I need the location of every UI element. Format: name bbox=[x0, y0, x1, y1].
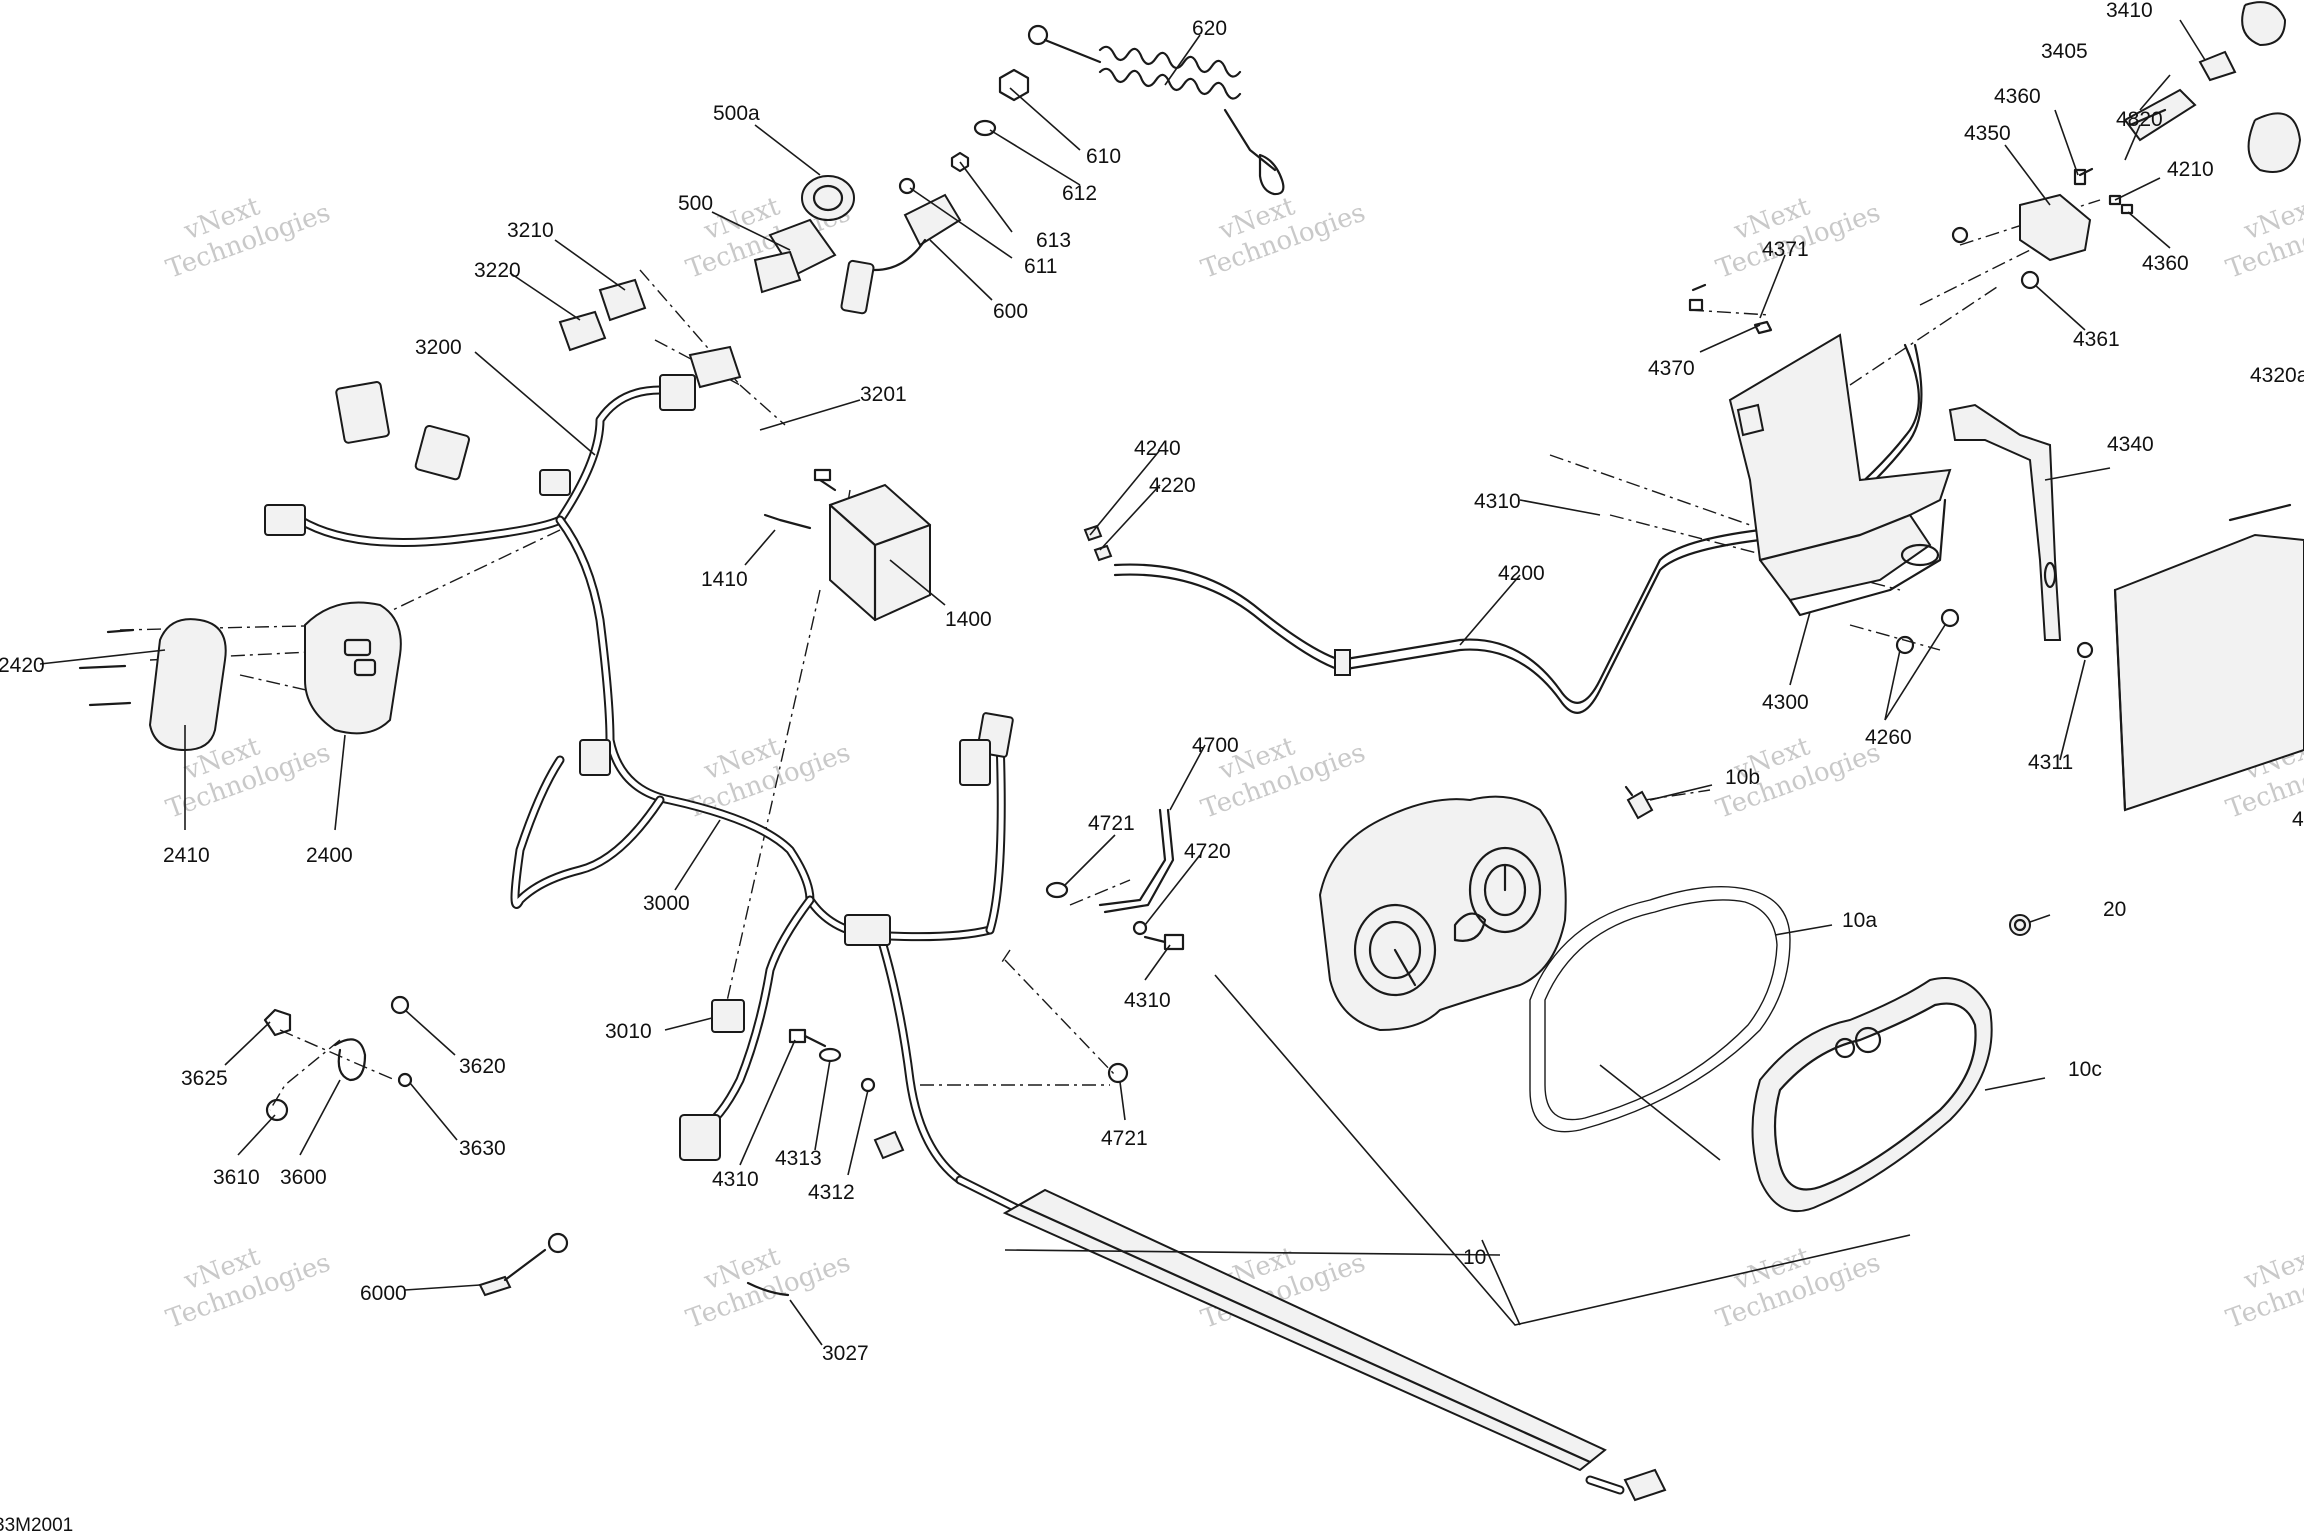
leader-lines bbox=[39, 19, 2206, 1346]
callout-612: 612 bbox=[1062, 182, 1097, 205]
callout-613: 613 bbox=[1036, 229, 1071, 252]
callout-3610: 3610 bbox=[213, 1166, 260, 1189]
callout-4200: 4200 bbox=[1498, 562, 1545, 585]
battery-support-4300 bbox=[1688, 283, 1952, 617]
wiring-harness-3000 bbox=[264, 374, 1625, 1495]
callout-500a: 500a bbox=[713, 102, 760, 125]
tie-3027 bbox=[746, 1281, 790, 1297]
callout-4310-harness: 4310 bbox=[712, 1168, 759, 1191]
callout-3027: 3027 bbox=[822, 1342, 869, 1365]
cable-4720 bbox=[1045, 808, 1185, 1084]
starter-solenoid-4350 bbox=[1951, 1, 2302, 290]
callout-4371: 4371 bbox=[1762, 238, 1809, 261]
relay-3010 bbox=[711, 999, 745, 1033]
callout-4310-support: 4310 bbox=[1474, 490, 1521, 513]
callout-4320a: 4320a bbox=[2250, 364, 2304, 387]
callout-1400: 1400 bbox=[945, 608, 992, 631]
callout-3010: 3010 bbox=[605, 1020, 652, 1043]
watermark: vNext Technologies bbox=[1712, 191, 1884, 284]
switch-hardware bbox=[898, 68, 1030, 195]
callout-3201: 3201 bbox=[860, 383, 907, 406]
callout-10: 10 bbox=[1463, 1246, 1486, 1269]
callout-4361: 4361 bbox=[2073, 328, 2120, 351]
callout-10b: 10b bbox=[1725, 766, 1760, 789]
callout-4210: 4210 bbox=[2167, 158, 2214, 181]
callout-3210: 3210 bbox=[507, 219, 554, 242]
lanyard-cord-620 bbox=[1027, 24, 1285, 196]
watermark: vNext Technologies bbox=[162, 191, 334, 284]
nut-20 bbox=[2009, 914, 2031, 936]
connectors-3210-3220 bbox=[558, 278, 742, 389]
callout-2410: 2410 bbox=[163, 844, 210, 867]
callout-4-edge: 4 bbox=[2292, 808, 2304, 831]
callout-3620: 3620 bbox=[459, 1055, 506, 1078]
gauge-lens-10a bbox=[1529, 885, 1791, 1133]
callout-620: 620 bbox=[1192, 17, 1227, 40]
callout-4300: 4300 bbox=[1762, 691, 1809, 714]
callout-611: 611 bbox=[1024, 255, 1057, 278]
callout-3630: 3630 bbox=[459, 1137, 506, 1160]
callout-4700: 4700 bbox=[1192, 734, 1239, 757]
watermark: vNext Technologies bbox=[2222, 191, 2304, 284]
callout-4240: 4240 bbox=[1134, 437, 1181, 460]
callout-4340: 4340 bbox=[2107, 433, 2154, 456]
callout-3200: 3200 bbox=[415, 336, 462, 359]
watermark: vNext Technologies bbox=[1712, 1241, 1884, 1334]
gauge-cluster-10 bbox=[1318, 795, 1567, 1032]
callout-3625: 3625 bbox=[181, 1067, 228, 1090]
callout-4360-lower: 4360 bbox=[2142, 252, 2189, 275]
callout-2420: 2420 bbox=[0, 654, 45, 677]
callout-4310-lower: 4310 bbox=[1124, 989, 1171, 1012]
callout-3220: 3220 bbox=[474, 259, 521, 282]
figure-id: 33M2001 bbox=[0, 1515, 73, 1536]
callout-10a: 10a bbox=[1842, 909, 1877, 932]
callout-3410: 3410 bbox=[2106, 0, 2153, 22]
callout-2400: 2400 bbox=[306, 844, 353, 867]
callout-4360-upper: 4360 bbox=[1994, 85, 2041, 108]
battery-strap-4340 bbox=[1948, 403, 2094, 659]
voltage-regulator-1400 bbox=[763, 468, 932, 622]
watermark: vNext Technologies bbox=[682, 1241, 854, 1334]
callout-600: 600 bbox=[993, 300, 1028, 323]
callout-4720: 4720 bbox=[1184, 840, 1231, 863]
gauge-bezel-10c bbox=[1751, 977, 1993, 1213]
callout-6000: 6000 bbox=[360, 1282, 407, 1305]
callout-4220: 4220 bbox=[1149, 474, 1196, 497]
dess-post-600 bbox=[840, 193, 962, 315]
callout-labels: 620 610 612 613 611 600 500a 500 3210 32… bbox=[0, 0, 2304, 1365]
screws-4313 bbox=[788, 1028, 876, 1093]
callout-4370: 4370 bbox=[1648, 357, 1695, 380]
callout-3000: 3000 bbox=[643, 892, 690, 915]
watermark: vNext Technologies bbox=[1197, 191, 1369, 284]
watermark: vNext Technologies bbox=[2222, 1241, 2304, 1334]
ignition-switch-500 bbox=[753, 175, 855, 294]
callout-4260: 4260 bbox=[1865, 726, 1912, 749]
handlebar-switch-2400 bbox=[78, 601, 402, 752]
cable-6000 bbox=[478, 1232, 569, 1297]
battery-cable-4200 bbox=[1083, 343, 1923, 714]
callout-4311: 4311 bbox=[2028, 751, 2073, 774]
callout-4721-lower: 4721 bbox=[1101, 1127, 1148, 1150]
nuts-4260 bbox=[1895, 608, 1960, 655]
ground-cable-3600 bbox=[263, 995, 413, 1122]
battery-4320a bbox=[2113, 503, 2304, 812]
callout-4820: 4820 bbox=[2116, 108, 2163, 131]
callout-3405: 3405 bbox=[2041, 40, 2088, 63]
callout-4721-upper: 4721 bbox=[1088, 812, 1135, 835]
callout-500: 500 bbox=[678, 192, 713, 215]
callout-3600: 3600 bbox=[280, 1166, 327, 1189]
watermark: vNext Technologies bbox=[162, 1241, 334, 1334]
callout-4312: 4312 bbox=[808, 1181, 855, 1204]
gauge-bulb-10b bbox=[1624, 785, 1654, 820]
callout-1410: 1410 bbox=[701, 568, 748, 591]
callout-610: 610 bbox=[1086, 145, 1121, 168]
callout-4313: 4313 bbox=[775, 1147, 822, 1170]
wiring-tape bbox=[873, 1130, 1667, 1502]
callout-4350: 4350 bbox=[1964, 122, 2011, 145]
watermark: vNext Technologies bbox=[1197, 731, 1369, 824]
callout-10c: 10c bbox=[2068, 1058, 2102, 1081]
callout-20: 20 bbox=[2103, 898, 2126, 921]
parts bbox=[78, 1, 2304, 1502]
